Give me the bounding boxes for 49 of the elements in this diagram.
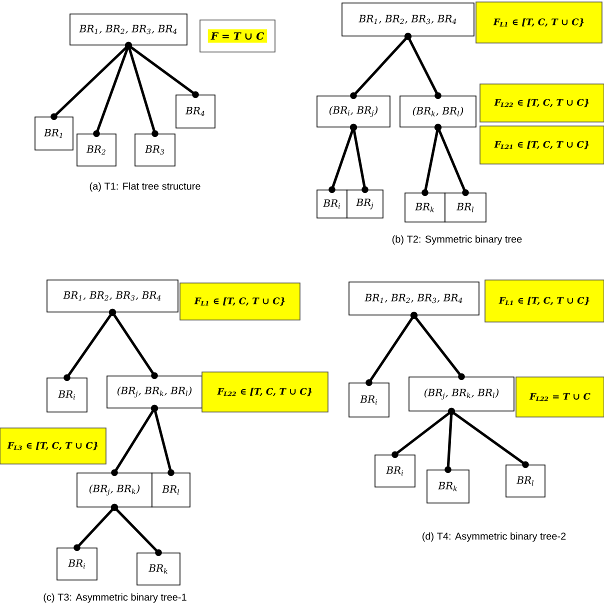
formula-box: F$_{L1}$ ∈ [T, C, T ∪ C} bbox=[476, 2, 602, 44]
tree-node-box: (BR$_{k}$, BR$_{l}$) bbox=[400, 96, 476, 128]
tree-edge bbox=[66, 312, 114, 378]
tree-edge bbox=[114, 506, 160, 554]
leaf-box: BR$_{i}$ bbox=[348, 382, 390, 418]
tree-edge bbox=[450, 410, 526, 466]
tree-edge bbox=[352, 36, 409, 96]
leaf-box: BR$_{k}$ bbox=[404, 192, 446, 222]
leaf-box: BR$_{4}$ bbox=[176, 94, 216, 128]
leaf-box: BR$_{i}$ bbox=[374, 454, 416, 488]
leaf-box: BR$_{3}$ bbox=[134, 134, 176, 166]
formula-box: F$_{L3}$ ∈ [T, C, T ∪ C} bbox=[0, 428, 106, 464]
tree-node-box: BR$_{1}$, BR$_{2}$, BR$_{3}$, BR$_{4}$ bbox=[70, 14, 188, 46]
formula-box: F$_{L1}$ ∈ [T, C, T ∪ C} bbox=[484, 280, 604, 322]
tree-edge bbox=[394, 410, 452, 456]
tree-node-box: (BR$_{i}$, BR$_{j}$) bbox=[316, 96, 390, 128]
leaf-box: BR$_{i}$ bbox=[316, 190, 348, 218]
leaf-box: BR$_{1}$ bbox=[34, 116, 74, 150]
formula-box: F$_{L1}$ ∈ [T, C, T ∪ C} bbox=[180, 282, 300, 320]
leaf-box: BR$_{i}$ bbox=[56, 548, 98, 580]
tree-edge bbox=[76, 506, 116, 548]
caption: (c) T3: Asymmetric binary tree-1 bbox=[44, 593, 186, 603]
caption: (b) T2: Symmetric binary tree bbox=[392, 235, 522, 245]
formula-box: F$_{L22}$ = T ∪ C bbox=[516, 376, 604, 418]
tree-edge bbox=[113, 408, 156, 474]
tree-node-box: BR$_{1}$, BR$_{2}$, BR$_{3}$, BR$_{4}$ bbox=[342, 2, 474, 36]
tree-edge bbox=[128, 44, 196, 96]
tree-node-box: (BR$_{j}$, BR$_{k}$, BR$_{l}$) bbox=[106, 376, 202, 408]
leaf-box: BR$_{l}$ bbox=[506, 464, 546, 498]
leaf-box: BR$_{k}$ bbox=[426, 470, 470, 504]
leaf-box: BR$_{i}$ bbox=[46, 378, 88, 412]
caption: (a) T1: Flat tree structure bbox=[90, 182, 200, 192]
formula-box: F$_{L22}$ ∈ [T, C, T ∪ C} bbox=[202, 372, 328, 412]
leaf-box: BR$_{j}$ bbox=[346, 190, 384, 218]
formula-box: F = T ∪ C bbox=[200, 20, 276, 52]
leaf-box: BR$_{l}$ bbox=[152, 472, 190, 508]
tree-node-box: (BR$_{j}$, BR$_{k}$) bbox=[76, 472, 152, 508]
caption: (d) T4: Asymmetric binary tree-2 bbox=[422, 532, 566, 542]
tree-node-box: BR$_{1}$, BR$_{2}$, BR$_{3}$, BR$_{4}$ bbox=[46, 280, 178, 312]
leaf-box: BR$_{2}$ bbox=[76, 134, 116, 166]
formula-box: F$_{L21}$ ∈ [T, C, T ∪ C} bbox=[480, 126, 604, 164]
leaf-box: BR$_{k}$ bbox=[136, 552, 180, 586]
tree-edge bbox=[412, 314, 463, 378]
tree-edge bbox=[368, 314, 416, 384]
tree-node-box: BR$_{1}$, BR$_{2}$, BR$_{3}$, BR$_{4}$ bbox=[348, 282, 480, 316]
tree-node-box: (BR$_{j}$, BR$_{k}$, BR$_{l}$) bbox=[408, 376, 514, 412]
tree-edge bbox=[111, 312, 156, 376]
leaf-box: BR$_{l}$ bbox=[444, 192, 486, 222]
formula-box: F$_{L22}$ ∈ [T, C, T ∪ C} bbox=[480, 84, 604, 122]
